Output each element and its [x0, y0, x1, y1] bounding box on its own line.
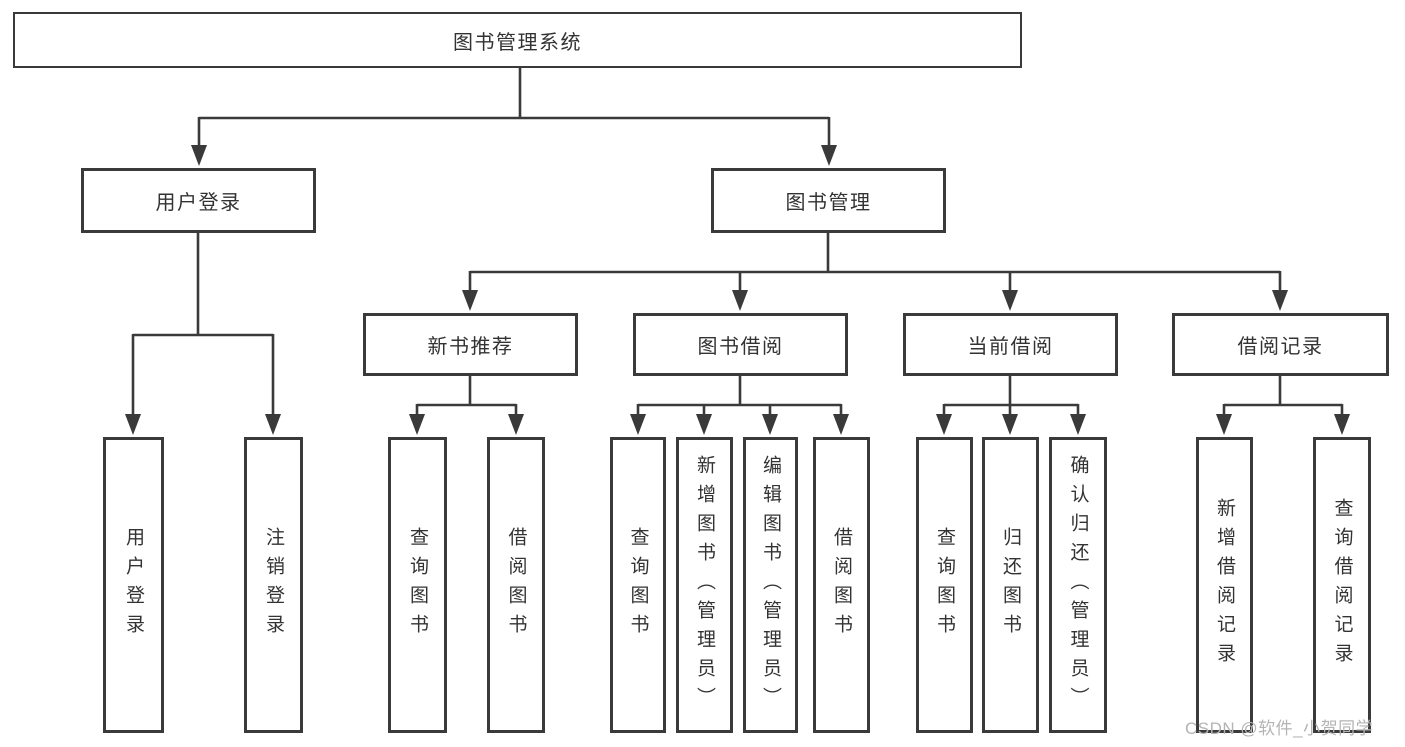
leaf-user-login-1: 用户登录	[103, 437, 164, 733]
leaf-book-borrow-4-label: 借阅图书	[831, 527, 852, 643]
leaf-current-borrow-2: 归还图书	[982, 437, 1039, 733]
node-root: 图书管理系统	[13, 12, 1022, 68]
node-book-mgmt: 图书管理	[711, 168, 946, 233]
node-new-books-label: 新书推荐	[427, 336, 514, 358]
connector-book-mgmt-to-level3	[462, 233, 1288, 311]
connector-borrow-records-to-leaves	[1216, 376, 1350, 435]
node-book-mgmt-label: 图书管理	[785, 192, 872, 214]
leaf-user-login-1-label: 用户登录	[123, 527, 144, 643]
node-new-books: 新书推荐	[363, 313, 578, 376]
leaf-book-borrow-2: 新增图书（管理员）	[676, 437, 733, 733]
node-root-label: 图书管理系统	[453, 31, 582, 54]
leaf-current-borrow-1-label: 查询图书	[934, 527, 955, 643]
leaf-book-borrow-3-label: 编辑图书（管理员）	[760, 454, 781, 716]
connector-new-books-to-leaves	[409, 376, 524, 435]
node-borrow-records-label: 借阅记录	[1237, 336, 1324, 358]
csdn-watermark: CSDN @软件_小贺同学	[1185, 719, 1374, 738]
leaf-book-borrow-2-label: 新增图书（管理员）	[694, 454, 715, 716]
leaf-book-borrow-4: 借阅图书	[813, 437, 870, 733]
leaf-current-borrow-3-label: 确认归还（管理员）	[1067, 454, 1089, 716]
leaf-borrow-records-1: 新增借阅记录	[1196, 437, 1253, 733]
leaf-current-borrow-3: 确认归还（管理员）	[1049, 437, 1107, 733]
leaf-new-books-1: 查询图书	[388, 437, 447, 733]
connector-current-borrow-to-leaves	[936, 376, 1086, 435]
leaf-user-login-2: 注销登录	[244, 437, 303, 733]
leaf-borrow-records-1-label: 新增借阅记录	[1214, 498, 1235, 672]
leaf-new-books-1-label: 查询图书	[407, 527, 428, 643]
node-book-borrow-label: 图书借阅	[697, 336, 784, 358]
node-user-login: 用户登录	[81, 168, 316, 233]
node-current-borrow: 当前借阅	[903, 313, 1118, 376]
node-borrow-records: 借阅记录	[1172, 313, 1389, 376]
leaf-borrow-records-2-label: 查询借阅记录	[1331, 498, 1353, 672]
leaf-new-books-2-label: 借阅图书	[505, 527, 527, 643]
connector-root-to-level2	[191, 68, 837, 166]
leaf-current-borrow-1: 查询图书	[916, 437, 973, 733]
leaf-book-borrow-1-label: 查询图书	[627, 527, 649, 643]
leaf-current-borrow-2-label: 归还图书	[1000, 527, 1021, 643]
leaf-book-borrow-3: 编辑图书（管理员）	[743, 437, 798, 733]
leaf-book-borrow-1: 查询图书	[610, 437, 666, 733]
node-user-login-label: 用户登录	[155, 192, 242, 214]
leaf-borrow-records-2: 查询借阅记录	[1313, 437, 1371, 733]
node-book-borrow: 图书借阅	[633, 313, 848, 376]
connector-book-borrow-to-leaves	[630, 376, 849, 435]
connector-user-login-to-leaves	[125, 233, 281, 435]
leaf-new-books-2: 借阅图书	[487, 437, 545, 733]
leaf-user-login-2-label: 注销登录	[263, 527, 284, 643]
node-current-borrow-label: 当前借阅	[967, 336, 1054, 358]
